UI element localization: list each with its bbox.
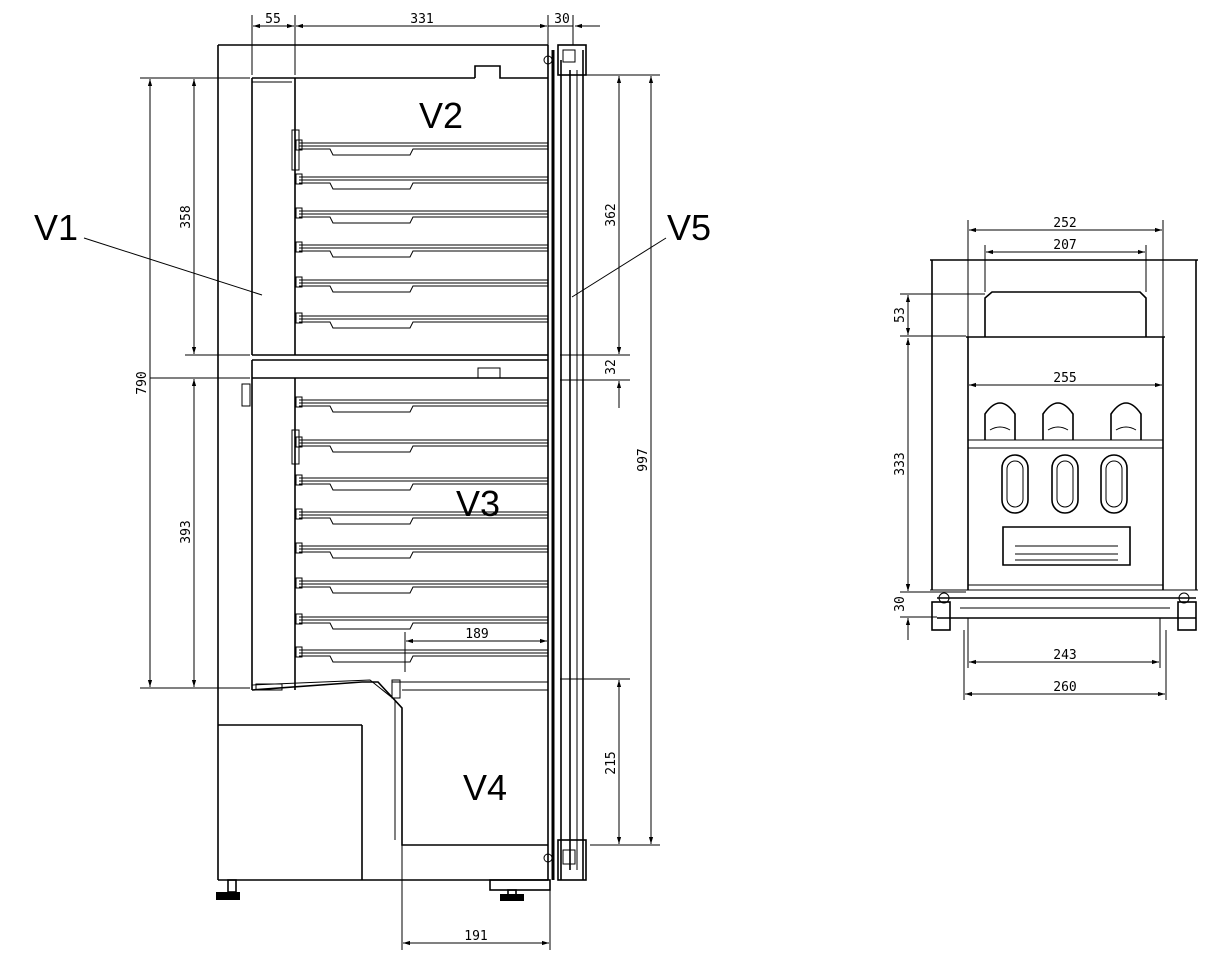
zone-label-v5: V5	[667, 207, 711, 248]
front-foot	[216, 879, 240, 900]
dim-label: 255	[1053, 371, 1076, 386]
leader-v5	[571, 237, 667, 298]
shelf-rail	[295, 139, 548, 156]
dim-label: 191	[464, 929, 487, 944]
dim-label: 333	[893, 452, 908, 475]
shelf-rail	[295, 312, 548, 329]
dim-label: 207	[1053, 238, 1076, 253]
shelf-rail	[295, 613, 548, 630]
top-bumps	[984, 402, 1142, 440]
shelf-rail	[295, 508, 548, 525]
dim-label: 358	[179, 205, 194, 228]
dim-top-55: 55	[251, 12, 296, 75]
dim-label: 260	[1053, 680, 1076, 695]
dim-label: 393	[179, 520, 194, 543]
lower-compartment	[251, 378, 548, 846]
dim-label: 30	[893, 596, 908, 612]
dim-right-215: 215	[560, 678, 630, 844]
rear-foot	[500, 889, 524, 901]
bottom-hinge	[489, 839, 587, 891]
dim-label: 55	[265, 12, 281, 27]
top-hinge	[543, 44, 587, 76]
dim-left-393: 393	[150, 377, 250, 687]
shelf-rail	[295, 542, 548, 559]
dim-label: 790	[135, 371, 150, 394]
dim-label: 30	[554, 12, 570, 27]
dim-label: 53	[893, 307, 908, 323]
shelf-rail	[295, 241, 548, 258]
side-view: 55 331 30 790 358 393	[34, 12, 711, 950]
bottom-drawer	[391, 679, 548, 699]
upper-compartment	[251, 65, 548, 356]
front-oval-slots	[1001, 454, 1128, 514]
door	[551, 50, 584, 880]
shelf-rail	[295, 276, 548, 293]
zone-label-v2: V2	[419, 95, 463, 136]
dim-front-53: 53	[893, 293, 985, 337]
compartment-divider	[241, 359, 548, 407]
dim-label: 252	[1053, 216, 1076, 231]
dim-label: 215	[604, 751, 619, 774]
dim-front-252: 252	[967, 216, 1164, 337]
dim-right-997: 997	[560, 74, 660, 846]
dim-label: 189	[465, 627, 488, 642]
front-handle	[1002, 526, 1131, 566]
dim-top-331: 331	[296, 12, 549, 45]
dim-inner-189: 189	[404, 627, 547, 672]
dim-right-32: 32	[560, 330, 630, 408]
dim-label: 362	[604, 203, 619, 226]
zone-label-v3: V3	[456, 483, 500, 524]
shelf-rail	[295, 577, 548, 594]
dim-left-358: 358	[179, 79, 250, 356]
top-module	[966, 291, 1165, 338]
front-body	[967, 337, 1164, 590]
cabinet-outline	[217, 44, 549, 881]
lower-shelves	[295, 396, 548, 663]
dim-right-362: 362	[560, 76, 630, 356]
dim-label: 243	[1053, 648, 1076, 663]
dim-front-30: 30	[893, 575, 937, 640]
dim-left-790: 790	[135, 77, 250, 689]
dim-label: 997	[636, 448, 651, 471]
dim-front-207: 207	[984, 238, 1147, 292]
shelf-rail	[295, 646, 548, 663]
dim-label: 331	[410, 12, 433, 27]
dim-front-255: 255	[969, 371, 1162, 388]
front-frame	[930, 259, 1198, 591]
dim-label: 32	[604, 359, 619, 375]
shelf-rail	[295, 474, 548, 491]
dim-front-243: 243	[967, 618, 1161, 668]
upper-shelves	[295, 139, 548, 329]
front-view: 252 207 255 53 333 30	[893, 216, 1198, 700]
zone-label-v1: V1	[34, 207, 78, 248]
leader-v1	[83, 237, 263, 296]
dim-front-333: 333	[893, 338, 966, 593]
dim-front-260: 260	[963, 630, 1167, 700]
shelf-rail	[295, 396, 548, 413]
shelf-rail	[295, 173, 548, 190]
shelf-rail	[295, 207, 548, 224]
dim-bottom-191: 191	[401, 845, 551, 950]
shelf-rail	[295, 436, 548, 453]
front-base	[931, 592, 1197, 631]
dim-top-30: 30	[548, 12, 600, 45]
zone-label-v4: V4	[463, 767, 507, 808]
